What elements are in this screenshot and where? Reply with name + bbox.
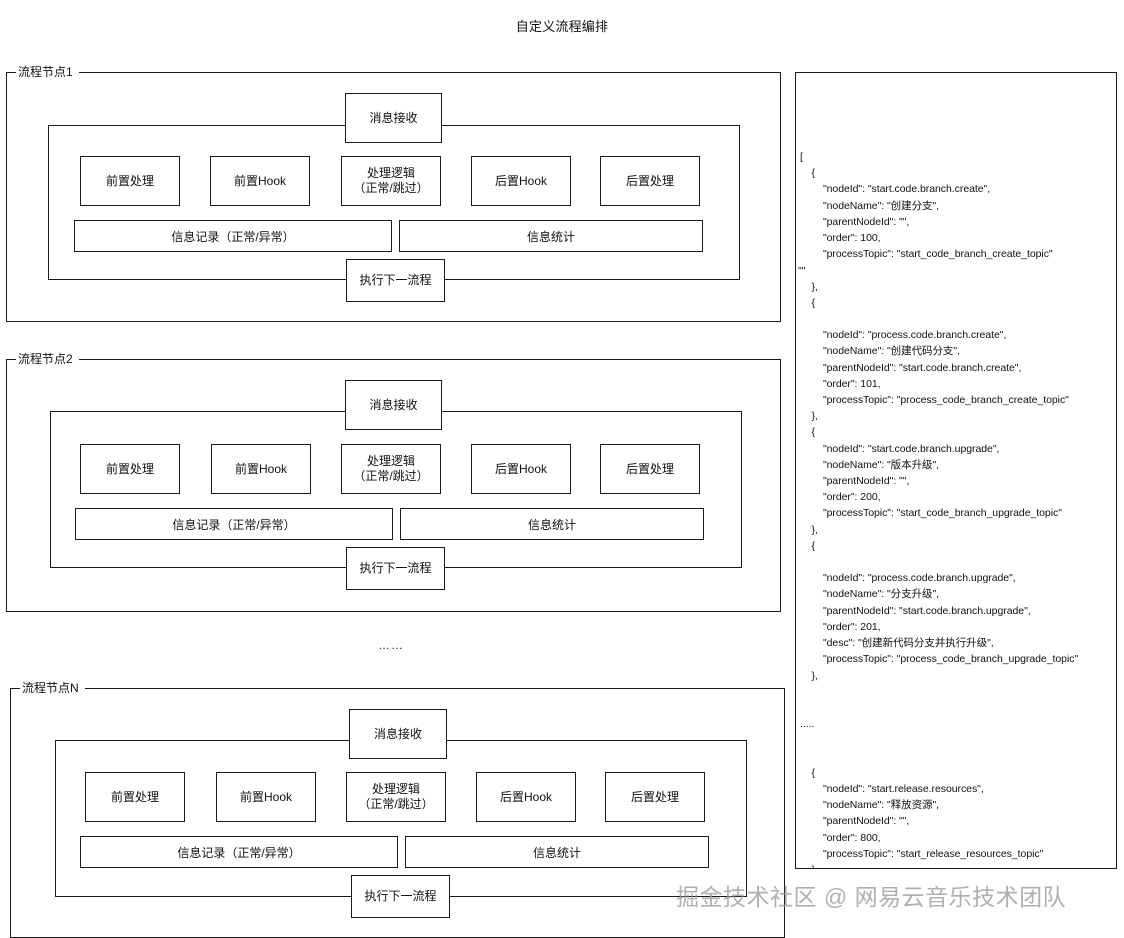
flow-node-1-info-statistics: 信息统计 [399,220,703,252]
flow-node-2-handle-logic-line1: 处理逻辑 [366,454,415,468]
page-title: 自定义流程编排 [515,19,609,34]
flow-node-1-message-receive: 消息接收 [345,93,442,143]
flow-node-1-post-hook: 后置Hook [471,156,571,206]
flow-node-1-handle-logic-line2: （正常/跳过） [353,181,429,195]
flow-node-2-info-record: 信息记录（正常/异常） [75,508,393,540]
flow-node-n-pre-process: 前置处理 [85,772,185,822]
flow-node-1-pre-process: 前置处理 [80,156,180,206]
flow-node-group-2: 流程节点2 [6,351,781,612]
flow-node-label-1: 流程节点1 [16,64,79,80]
flow-node-2-post-hook: 后置Hook [471,444,571,494]
flow-node-2-message-receive: 消息接收 [345,380,442,430]
flow-node-group-1: 流程节点1 [6,64,781,322]
flow-node-n-message-receive: 消息接收 [349,709,447,759]
flow-node-n-info-statistics: 信息统计 [405,836,709,868]
flow-node-n-next-flow: 执行下一流程 [351,875,450,918]
flow-node-2-handle-logic-line2: （正常/跳过） [353,469,429,483]
flow-node-2-post-process: 后置处理 [600,444,700,494]
json-config-panel: "" [ { "nodeId": "start.code.branch.crea… [795,72,1117,869]
flow-node-n-info-record: 信息记录（正常/异常） [80,836,398,868]
flow-node-1-next-flow: 执行下一流程 [346,259,445,302]
flow-node-2-next-flow: 执行下一流程 [346,547,445,590]
flow-node-label-2: 流程节点2 [16,351,79,367]
flow-node-label-n: 流程节点N [20,680,85,696]
flow-node-1-info-record: 信息记录（正常/异常） [74,220,392,252]
flow-node-1-handle-logic: 处理逻辑 （正常/跳过） [341,156,441,206]
group-separator-ellipsis: …… [378,638,404,652]
flow-node-2-pre-hook: 前置Hook [211,444,311,494]
flow-node-2-handle-logic: 处理逻辑 （正常/跳过） [341,444,441,494]
flow-node-n-pre-hook: 前置Hook [216,772,316,822]
flow-node-1-pre-hook: 前置Hook [210,156,310,206]
flow-node-n-post-process: 后置处理 [605,772,705,822]
flow-node-1-handle-logic-line1: 处理逻辑 [366,166,415,180]
flow-node-n-post-hook: 后置Hook [476,772,576,822]
json-stray-quote: "" [798,265,806,277]
flow-node-n-handle-logic: 处理逻辑 （正常/跳过） [346,772,446,822]
json-config-text: [ { "nodeId": "start.code.branch.create"… [800,151,1079,868]
flow-node-n-handle-logic-line2: （正常/跳过） [358,797,434,811]
flow-node-2-pre-process: 前置处理 [80,444,180,494]
flow-node-1-post-process: 后置处理 [600,156,700,206]
flow-node-2-info-statistics: 信息统计 [400,508,704,540]
flow-node-n-handle-logic-line1: 处理逻辑 [371,782,420,796]
